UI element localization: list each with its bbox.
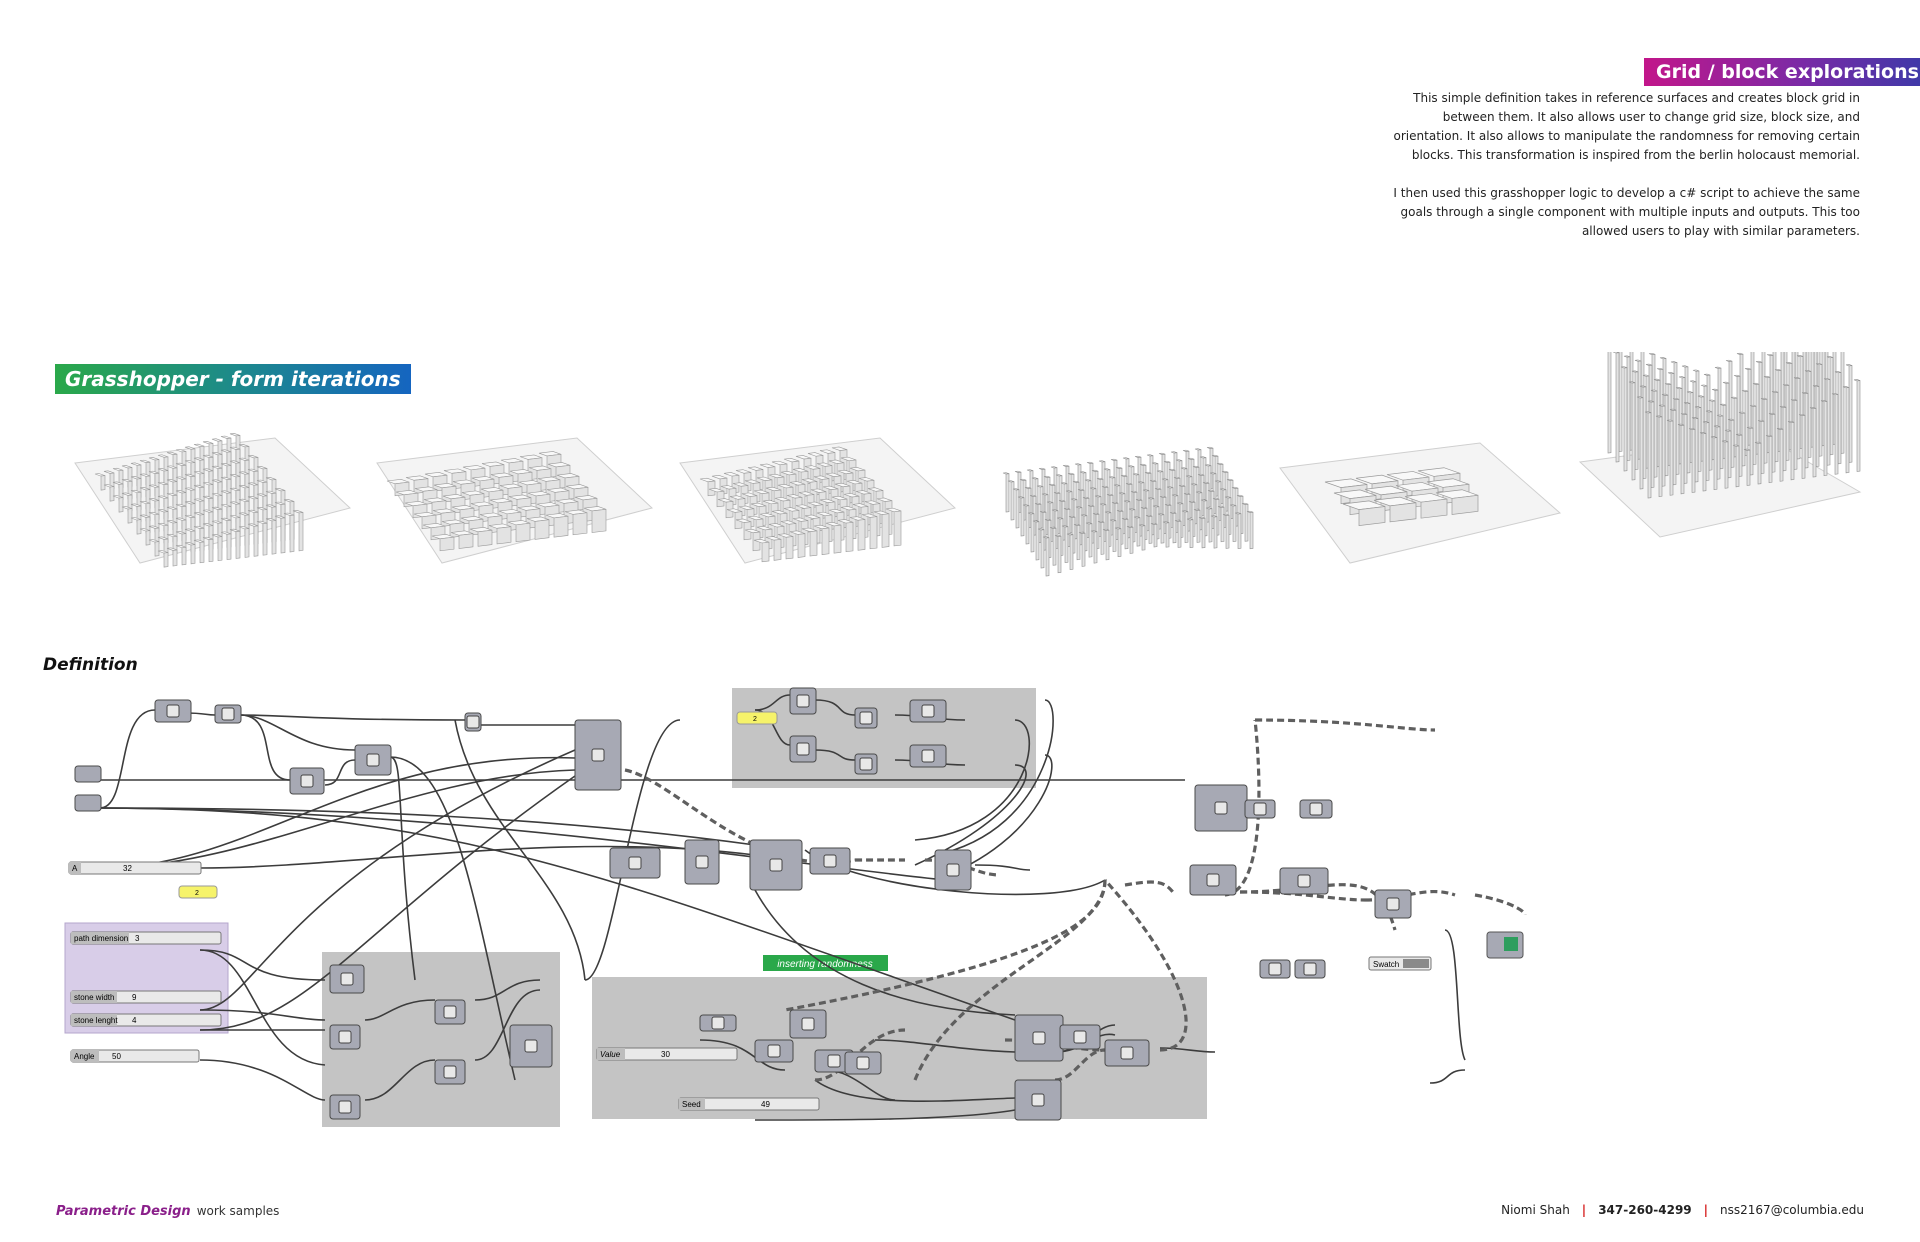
iteration-render-6 [1578, 352, 1862, 538]
component-icon [859, 711, 873, 725]
component-icon [628, 856, 642, 870]
component-icon [1214, 801, 1228, 815]
description: This simple definition takes in referenc… [1380, 89, 1860, 260]
component-icon [338, 1030, 352, 1044]
definition-title: Definition [43, 655, 138, 675]
component-icon [1386, 897, 1400, 911]
components [74, 687, 1412, 1121]
iteration-render-4 [1002, 446, 1254, 577]
panel-yellow-2[interactable]: 2 [736, 711, 778, 725]
svg-text:A: A [72, 864, 78, 873]
svg-text:2: 2 [195, 890, 199, 897]
component-icon [1206, 873, 1220, 887]
footer-email[interactable]: nss2167@columbia.edu [1720, 1203, 1864, 1217]
svg-text:9: 9 [132, 993, 137, 1002]
component-icon [340, 972, 354, 986]
slider-angle[interactable]: Angle 50 [70, 1049, 200, 1063]
svg-text:Angle: Angle [74, 1052, 95, 1061]
group-label-randomness-bg [763, 955, 888, 971]
svg-text:4: 4 [132, 1016, 137, 1025]
footer-separator-2: | [1703, 1203, 1709, 1217]
slider-path-dimension[interactable]: path dimension 3 [70, 931, 222, 945]
input-sliders: A 32 path dimension 3 stone width 9 ston… [68, 711, 1524, 1111]
svg-text:path dimension: path dimension [74, 934, 128, 943]
component-icon [801, 1017, 815, 1031]
component-icon [366, 753, 380, 767]
swatch[interactable]: Swatch [1368, 956, 1432, 971]
component-icon [796, 694, 810, 708]
component-icon [946, 863, 960, 877]
component-icon [524, 1039, 538, 1053]
svg-text:Value: Value [600, 1050, 621, 1059]
footer-title: Parametric Design [56, 1204, 191, 1219]
component-icon [300, 774, 314, 788]
component-icon [1120, 1046, 1134, 1060]
component-icon [1297, 874, 1311, 888]
component-icon [695, 855, 709, 869]
component-icon [769, 858, 783, 872]
slider-value[interactable]: Value 30 [596, 1047, 738, 1061]
component-icon [221, 707, 235, 721]
component-icon [823, 854, 837, 868]
component-icon [1309, 802, 1323, 816]
iteration-render-1 [74, 433, 352, 568]
component-icon [711, 1016, 725, 1030]
component-icon [921, 704, 935, 718]
svg-text:Seed: Seed [682, 1100, 701, 1109]
slider-stone-width[interactable]: stone width 9 [70, 990, 222, 1004]
panel-yellow-1[interactable]: 2 [178, 885, 218, 899]
description-paragraph-1: This simple definition takes in referenc… [1393, 91, 1860, 162]
slider-stone-lenght[interactable]: stone lenght 4 [70, 1013, 222, 1027]
component-icon [1031, 1093, 1045, 1107]
component-icon [1268, 962, 1282, 976]
iteration-render-3 [679, 437, 957, 564]
section-title: Grid / block explorations [1644, 58, 1920, 86]
surface-param[interactable] [74, 794, 102, 812]
component-icon [921, 749, 935, 763]
footer-subtitle: work samples [196, 1204, 280, 1218]
grasshopper-definition: inserting randomness [64, 687, 1527, 1127]
component-icon [1253, 802, 1267, 816]
svg-text:stone lenght: stone lenght [74, 1016, 118, 1025]
footer-phone: 347-260-4299 [1598, 1203, 1692, 1217]
svg-text:32: 32 [123, 864, 132, 873]
svg-text:3: 3 [135, 934, 140, 943]
footer-contact: Niomi Shah | 347-260-4299 | nss2167@columbia… [1501, 1203, 1864, 1217]
iterations-title: Grasshopper - form iterations [55, 364, 411, 394]
component-icon [338, 1100, 352, 1114]
component-icon [443, 1065, 457, 1079]
description-paragraph-2: I then used this grasshopper logic to de… [1393, 186, 1860, 238]
preview-component[interactable] [1486, 931, 1524, 959]
component-icon [859, 757, 873, 771]
svg-text:49: 49 [761, 1100, 770, 1109]
component-icon [443, 1005, 457, 1019]
footer-separator: | [1581, 1203, 1587, 1217]
slider-seed[interactable]: Seed 49 [678, 1097, 820, 1111]
svg-text:50: 50 [112, 1052, 121, 1061]
component-icon [856, 1056, 870, 1070]
iteration-render-2 [376, 437, 654, 564]
component-icon [591, 748, 605, 762]
component-icon [466, 715, 480, 729]
component-icon [1032, 1031, 1046, 1045]
component-icon [767, 1044, 781, 1058]
component-icon [1303, 962, 1317, 976]
slider-a[interactable]: A 32 [68, 861, 202, 875]
group-sine-graphs [732, 688, 1036, 788]
surface-param[interactable] [74, 765, 102, 783]
iteration-render-5 [1279, 442, 1562, 564]
component-icon [827, 1054, 841, 1068]
svg-text:30: 30 [661, 1050, 670, 1059]
svg-text:2: 2 [753, 716, 757, 723]
component-icon [796, 742, 810, 756]
svg-text:Swatch: Swatch [1373, 960, 1399, 969]
svg-text:stone width: stone width [74, 993, 114, 1002]
footer-name: Niomi Shah [1501, 1203, 1570, 1217]
footer-left: Parametric Design work samples [56, 1204, 279, 1219]
component-icon [166, 704, 180, 718]
component-icon [1073, 1030, 1087, 1044]
